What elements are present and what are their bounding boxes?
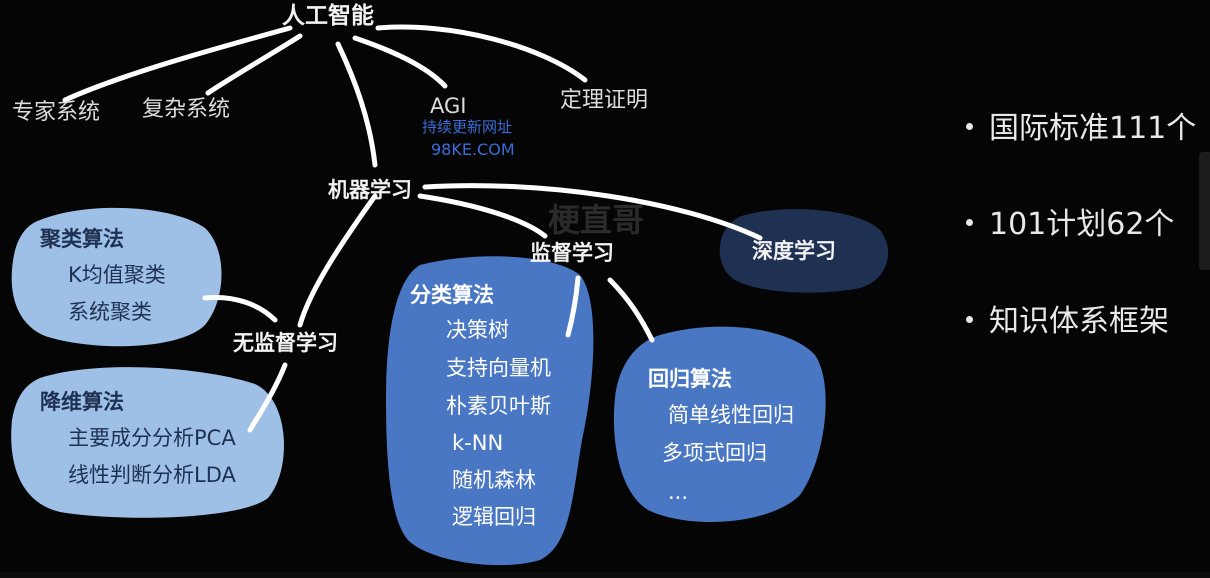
faint-logo-text: 梗直哥 [548,201,645,239]
line-supervised-regression [607,277,655,343]
bullet-item: 101计划62个 [966,210,1174,240]
dim-reduction-title: 降维算法 [40,390,124,414]
line-root-expert [62,25,293,103]
node-deep-learning: 深度学习 [752,239,836,263]
line-ml-unsupervised [297,193,378,328]
deep-learning-blob [719,209,889,293]
classification-blob [386,256,594,566]
classification-item: 逻辑回归 [452,505,536,529]
node-supervised-learning: 监督学习 [530,241,614,265]
clustering-blob [11,207,222,347]
dim-reduction-item: 线性判断分析LDA [68,463,236,487]
classification-title: 分类算法 [410,283,494,307]
side-scroll-strip [1199,152,1210,270]
classification-item: k-NN [452,431,504,455]
line-root-complex [205,33,303,96]
bullet-dot [966,316,973,323]
bullet-text: 101计划62个 [989,207,1175,242]
line-root-agi [352,35,448,89]
classification-item: 随机森林 [452,468,536,492]
classification-item: 支持向量机 [446,356,551,380]
regression-title: 回归算法 [648,367,732,391]
node-theorem-proving: 定理证明 [560,88,649,113]
dim-reduction-item: 主要成分分析PCA [68,426,236,450]
regression-item: 简单线性回归 [668,403,794,427]
line-unsup-clustering [202,294,278,323]
bullet-item: 国际标准111个 [966,114,1196,144]
clustering-item: K均值聚类 [68,263,166,287]
bullet-text: 国际标准111个 [989,111,1197,146]
node-machine-learning: 机器学习 [328,178,412,202]
bullet-dot [966,123,973,130]
bullet-dot [966,219,973,226]
node-complex-systems: 复杂系统 [142,97,231,122]
node-unsupervised-learning: 无监督学习 [233,331,338,355]
regression-item: 多项式回归 [662,441,767,465]
bullet-item: 知识体系框架 [966,307,1169,337]
bullet-text: 知识体系框架 [989,304,1169,339]
connector-lines [62,24,763,433]
root-node-ai: 人工智能 [282,3,374,29]
line-supervised-classification [565,275,581,338]
bottom-strip [0,572,1210,578]
dim-reduction-blob [11,367,284,518]
node-expert-systems: 专家系统 [12,100,101,125]
regression-blob [613,326,826,522]
watermark-line1: 持续更新网址 [422,118,513,136]
watermark-line2: 98KE.COM [431,140,515,159]
classification-item: 朴素贝叶斯 [446,394,551,418]
clustering-item: 系统聚类 [68,300,152,324]
line-ml-deep [422,183,763,241]
line-root-theorem [375,24,588,83]
clustering-title: 聚类算法 [40,227,124,251]
line-unsup-dimred [247,362,288,433]
classification-item: 决策树 [446,318,509,342]
regression-item: ... [668,480,689,504]
line-root-ml [335,41,378,168]
line-ml-supervised [417,193,548,239]
node-agi: AGI [430,94,467,118]
